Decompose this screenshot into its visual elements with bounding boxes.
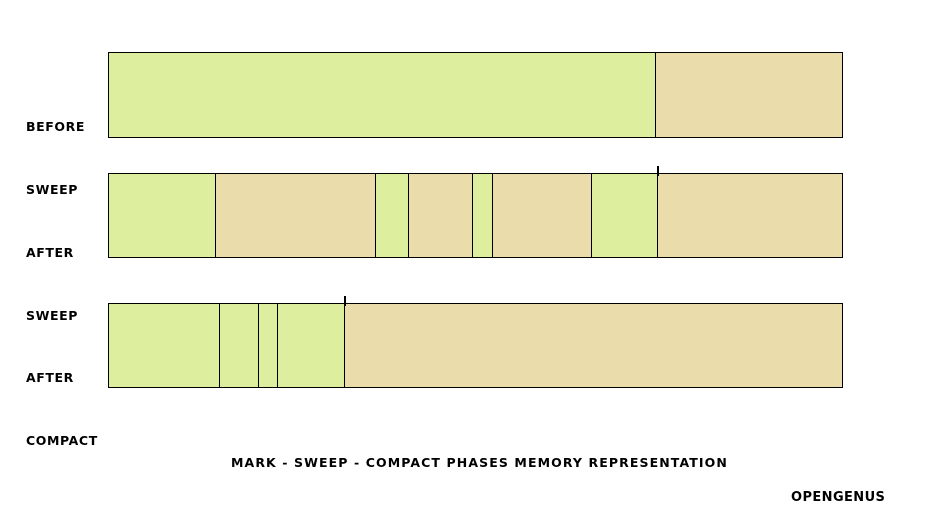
- memory-segment-live: [109, 174, 217, 257]
- row-label-after-sweep-line1: AFTER: [26, 245, 74, 260]
- divider-overshoot-tick: [344, 296, 346, 306]
- memory-segment-live: [375, 174, 409, 257]
- memory-segment-free: [216, 174, 376, 257]
- row-label-after-sweep-line2: SWEEP: [26, 308, 79, 323]
- memory-segment-live: [220, 304, 260, 387]
- memory-segment-live: [473, 174, 494, 257]
- memory-segment-free: [408, 174, 474, 257]
- row-label-before-sweep: BEFORE SWEEP: [26, 74, 85, 242]
- memory-segment-free: [657, 174, 842, 257]
- memory-segment-free: [344, 304, 842, 387]
- row-label-before-sweep-line2: SWEEP: [26, 182, 79, 197]
- memory-segment-live: [278, 304, 345, 387]
- memory-segment-live: [109, 53, 656, 137]
- memory-bar-after-compact: [108, 303, 843, 388]
- row-label-after-compact: AFTER COMPACT: [26, 325, 98, 493]
- memory-bar-after-sweep: [108, 173, 843, 258]
- row-label-before-sweep-line1: BEFORE: [26, 119, 85, 134]
- memory-segment-free: [655, 53, 842, 137]
- diagram-caption: MARK - SWEEP - COMPACT PHASES MEMORY REP…: [231, 455, 728, 470]
- watermark-opengenus: OPENGENUS: [791, 490, 886, 505]
- divider-overshoot-tick: [657, 166, 659, 176]
- row-label-after-sweep: AFTER SWEEP: [26, 200, 78, 368]
- memory-segment-live: [109, 304, 221, 387]
- row-label-after-compact-line1: AFTER: [26, 370, 74, 385]
- memory-segment-live: [259, 304, 279, 387]
- memory-bar-before-sweep: [108, 52, 843, 138]
- memory-segment-free: [493, 174, 593, 257]
- row-label-after-compact-line2: COMPACT: [26, 433, 98, 448]
- memory-segment-live: [592, 174, 658, 257]
